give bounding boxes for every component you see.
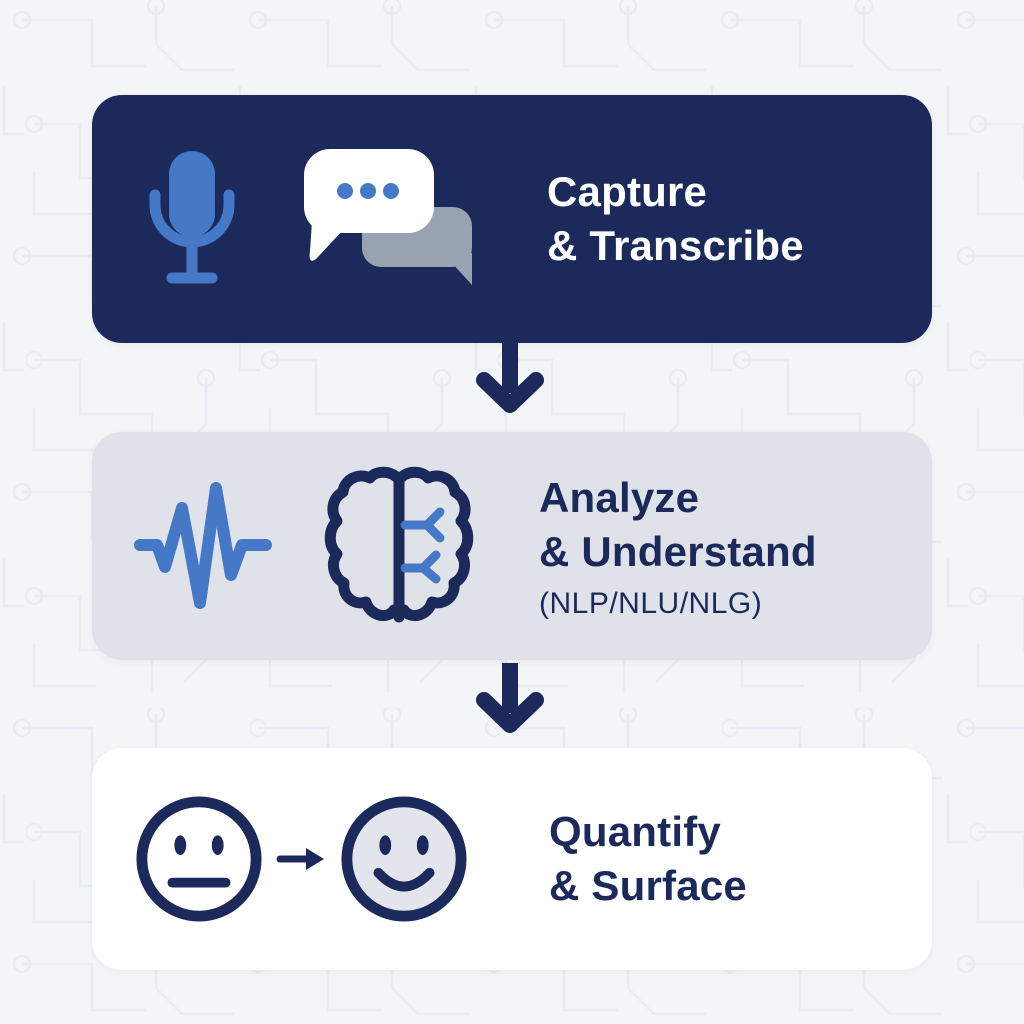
step-title-line2: & Surface [549,862,747,909]
step-title-line1: Analyze [539,473,700,521]
chat-bubbles-icon [304,149,472,285]
waveform-icon [134,481,272,609]
step-title-line1: Quantify [549,808,721,856]
arrow-right-icon [276,848,324,870]
brain-icon [324,466,474,623]
step-card-analyze-understand: Analyze & Understand (NLP/NLU/NLG) [92,432,932,660]
step-title-line2: & Transcribe [547,222,804,269]
step-text-block: Analyze & Understand (NLP/NLU/NLG) [539,471,817,622]
brain-branches [400,507,445,584]
arrow-down-icon [476,343,544,413]
step-text-block: Capture & Transcribe [547,165,804,273]
step-card-capture-transcribe: Capture & Transcribe [92,95,932,343]
chat-bubble-white [304,149,434,261]
step-title-line2: & Understand [539,527,817,575]
neutral-face-icon [136,796,262,922]
step-card-quantify-surface: Quantify & Surface [92,748,932,970]
arrow-down-icon [476,663,544,733]
step-subtitle: (NLP/NLU/NLG) [539,587,763,621]
step-title-line1: Capture [547,168,708,216]
step-text-block: Quantify & Surface [549,805,747,913]
microphone-icon [149,151,235,284]
happy-face-icon [341,796,467,922]
